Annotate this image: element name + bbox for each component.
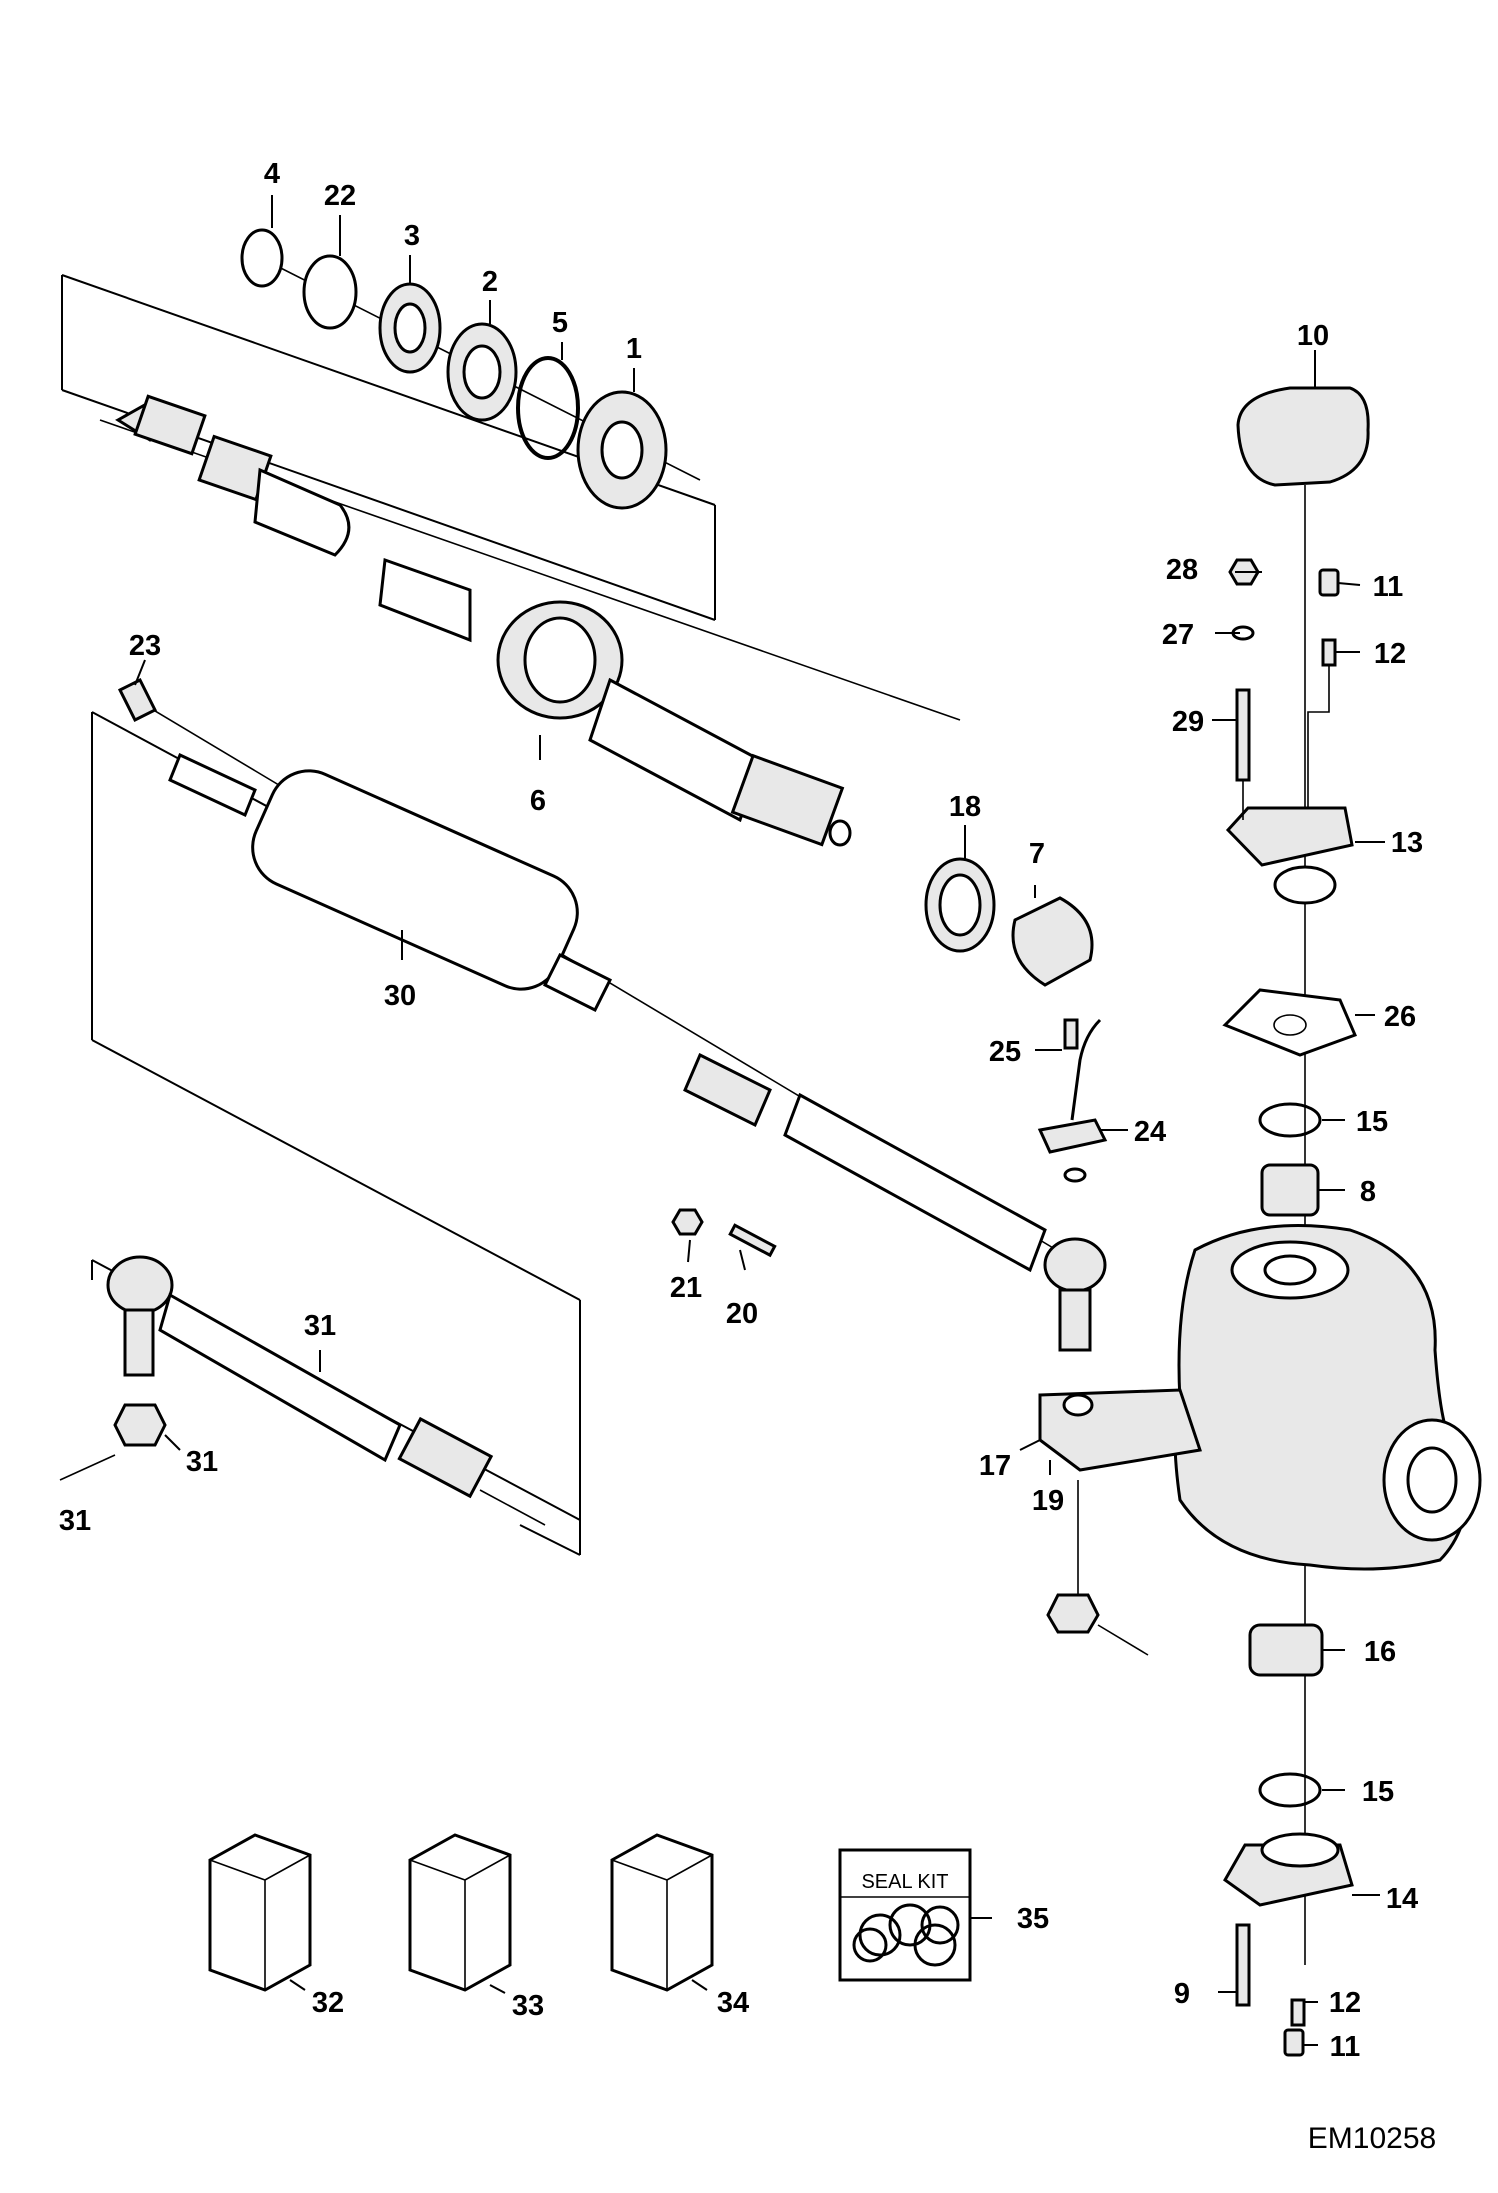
retaining-ring-4 xyxy=(240,228,284,288)
nut-21 xyxy=(671,1208,704,1236)
cap-11b xyxy=(1283,2028,1305,2057)
bushing-parts xyxy=(924,857,1094,987)
callout-5: 5 xyxy=(552,307,568,339)
callout-12-lower: 12 xyxy=(1329,1987,1361,2019)
callout-11-lower: 11 xyxy=(1330,2031,1361,2063)
callout-27: 27 xyxy=(1162,619,1194,651)
shaft-splined-end xyxy=(115,394,351,557)
callout-3: 3 xyxy=(404,220,420,252)
kit-box-32 xyxy=(208,1833,312,1992)
callout-31-nut: 31 xyxy=(186,1446,218,1478)
callout-28: 28 xyxy=(1166,554,1198,586)
callout-14: 14 xyxy=(1386,1883,1418,1915)
callout-12-upper: 12 xyxy=(1374,638,1406,670)
callout-29: 29 xyxy=(1172,706,1204,738)
castle-nut xyxy=(113,1403,167,1447)
shim-26 xyxy=(1222,988,1358,1057)
universal-joint-shaft xyxy=(378,557,852,847)
callout-9: 9 xyxy=(1174,1978,1190,2010)
leader-lines xyxy=(134,195,1385,2046)
steering-cylinder-group xyxy=(91,677,1107,1521)
callout-labels: 4 22 3 2 5 1 6 7 18 23 30 10 28 27 29 11… xyxy=(59,158,1423,2063)
bushing-7 xyxy=(1011,896,1094,987)
callout-30: 30 xyxy=(384,980,416,1012)
screw-25 xyxy=(1063,1018,1079,1050)
castle-nut-lower xyxy=(1046,1593,1100,1634)
callout-31-pin: 31 xyxy=(59,1505,91,1537)
callout-21: 21 xyxy=(670,1272,702,1304)
seal-kit-35 xyxy=(838,1848,972,1982)
tie-rod-group xyxy=(59,1255,581,1556)
callout-7: 7 xyxy=(1029,838,1045,870)
callout-15-lower: 15 xyxy=(1362,1776,1394,1808)
callout-33: 33 xyxy=(512,1990,544,2022)
callout-17: 17 xyxy=(979,1450,1011,1482)
callout-31-rod: 31 xyxy=(304,1310,336,1342)
callout-19: 19 xyxy=(1032,1485,1064,1517)
callout-16: 16 xyxy=(1364,1636,1396,1668)
callout-11-upper: 11 xyxy=(1373,571,1404,603)
bearing-seal-stack xyxy=(240,228,668,510)
cap-10 xyxy=(1236,386,1370,487)
callout-20: 20 xyxy=(726,1298,758,1330)
bolt-29 xyxy=(1235,688,1251,782)
o-ring-5 xyxy=(516,356,580,460)
callout-25: 25 xyxy=(989,1036,1021,1068)
callout-2: 2 xyxy=(482,266,498,298)
callout-8: 8 xyxy=(1360,1176,1376,1208)
fitting-12a xyxy=(1321,638,1337,667)
callout-26: 26 xyxy=(1384,1001,1416,1033)
callout-23: 23 xyxy=(129,630,161,662)
fitting-12b xyxy=(1290,1998,1306,2027)
callout-15-upper: 15 xyxy=(1356,1106,1388,1138)
retaining-ring-22 xyxy=(302,254,358,330)
drawing-reference: EM10258 xyxy=(1308,2122,1436,2155)
callout-10: 10 xyxy=(1297,320,1329,352)
callout-13: 13 xyxy=(1391,827,1423,859)
tie-rod-31 xyxy=(158,1292,402,1463)
callout-24: 24 xyxy=(1134,1116,1166,1148)
kit-box-34 xyxy=(610,1833,714,1992)
callout-22: 22 xyxy=(324,180,356,212)
callout-6: 6 xyxy=(530,785,546,817)
sensor-24 xyxy=(1037,1118,1108,1154)
callout-35: 35 xyxy=(1017,1903,1049,1935)
kit-box-33 xyxy=(408,1833,512,1992)
cylinder-30 xyxy=(251,769,579,991)
bracket-13 xyxy=(1225,806,1354,867)
seal-kit-label: SEAL KIT xyxy=(861,1871,948,1893)
callout-34: 34 xyxy=(717,1987,749,2019)
kit-boxes xyxy=(208,1833,972,1992)
callout-4: 4 xyxy=(264,158,280,190)
bearing-16 xyxy=(1248,1623,1324,1677)
callout-18: 18 xyxy=(949,791,981,823)
callout-32: 32 xyxy=(312,1987,344,2019)
tie-rod-ball xyxy=(106,1255,174,1315)
fitting-23 xyxy=(117,677,158,723)
bolt-9 xyxy=(1235,1923,1251,2007)
bushing-8 xyxy=(1260,1163,1320,1217)
callout-1: 1 xyxy=(626,333,642,365)
knuckle-assembly xyxy=(671,386,1482,2057)
stud-20 xyxy=(728,1223,777,1258)
cap-11a xyxy=(1318,568,1340,597)
